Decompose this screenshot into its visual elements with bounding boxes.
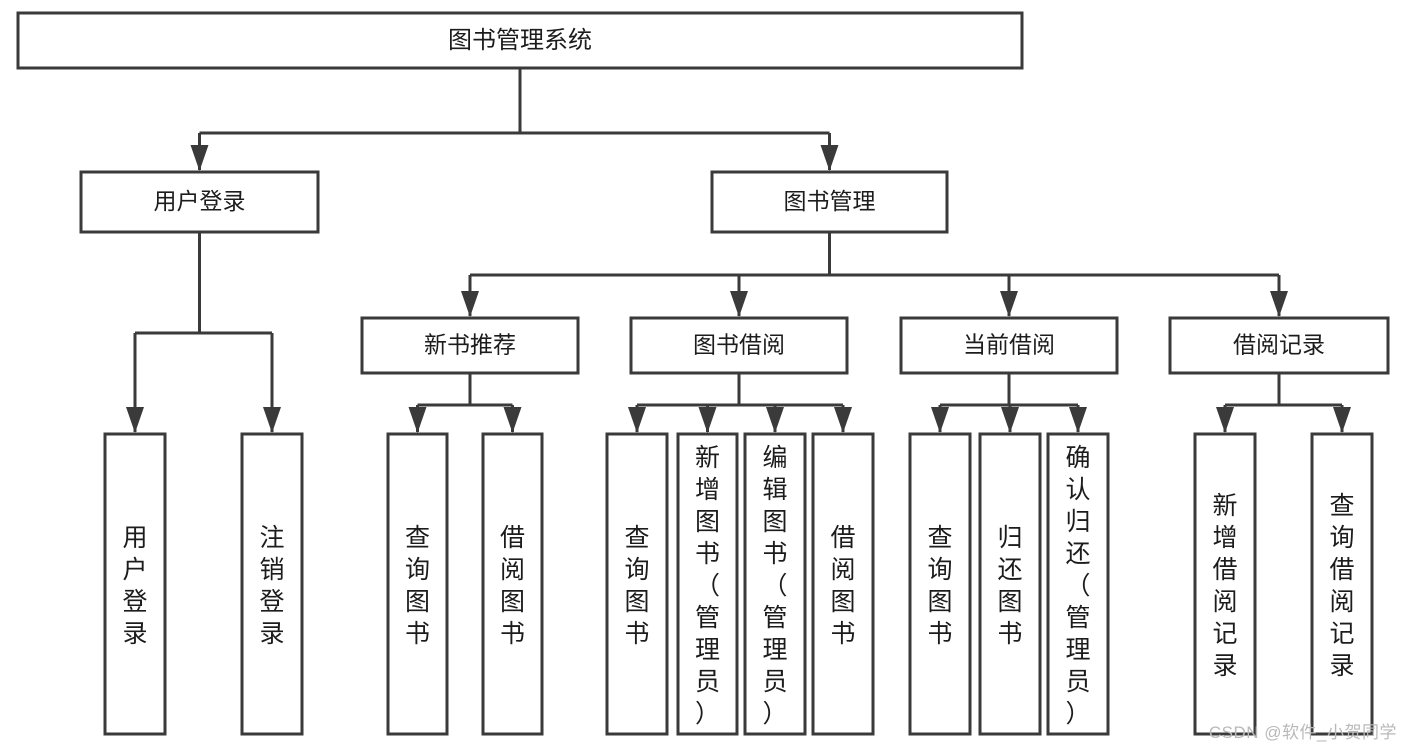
node-label: 归还图书 xyxy=(997,524,1022,648)
node-label: 查询图书 xyxy=(927,524,952,648)
node-label: 查询借阅记录 xyxy=(1329,492,1354,680)
node-leaf-user-login[interactable]: 用户登录 xyxy=(103,432,167,736)
node-root[interactable]: 图书管理系统 xyxy=(16,11,1024,70)
node-label: 用户登录 xyxy=(122,524,147,648)
node-current-borrow[interactable]: 当前借阅 xyxy=(899,316,1119,375)
node-leaf-borrow-book-2[interactable]: 借阅图书 xyxy=(811,432,875,736)
node-label: 图书管理 xyxy=(784,188,876,214)
node-new-book-recommend[interactable]: 新书推荐 xyxy=(360,316,580,375)
node-leaf-confirm-return[interactable]: 确认归还（管理员） xyxy=(1046,432,1110,736)
node-leaf-query-record[interactable]: 查询借阅记录 xyxy=(1310,432,1374,736)
node-label: 新书推荐 xyxy=(424,332,516,358)
node-user-login[interactable]: 用户登录 xyxy=(79,170,320,234)
node-leaf-query-book-3[interactable]: 查询图书 xyxy=(908,432,972,736)
node-book-manage[interactable]: 图书管理 xyxy=(710,170,949,234)
node-label: 当前借阅 xyxy=(963,332,1055,358)
node-label: 用户登录 xyxy=(154,188,246,214)
node-leaf-return-book[interactable]: 归还图书 xyxy=(978,432,1042,736)
node-label: 注销登录 xyxy=(259,524,284,648)
node-leaf-add-book[interactable]: 新增图书（管理员） xyxy=(676,432,739,736)
node-label: 查询图书 xyxy=(624,524,649,648)
node-label: 确认归还（管理员） xyxy=(1065,444,1090,728)
node-label: 新增图书（管理员） xyxy=(695,444,720,728)
node-leaf-borrow-book-1[interactable]: 借阅图书 xyxy=(481,432,544,736)
node-label: 图书管理系统 xyxy=(448,27,592,54)
connector-layer xyxy=(126,68,1351,433)
node-label: 图书借阅 xyxy=(693,332,785,358)
node-layer: 图书管理系统用户登录图书管理新书推荐图书借阅当前借阅借阅记录用户登录注销登录查询… xyxy=(16,11,1390,736)
node-leaf-logout[interactable]: 注销登录 xyxy=(240,432,304,736)
node-label: 借阅图书 xyxy=(830,524,855,648)
node-borrow-record[interactable]: 借阅记录 xyxy=(1168,316,1390,375)
node-label: 新增借阅记录 xyxy=(1212,492,1237,680)
node-label: 借阅图书 xyxy=(500,524,525,648)
node-label: 编辑图书（管理员） xyxy=(762,444,787,728)
node-leaf-edit-book[interactable]: 编辑图书（管理员） xyxy=(743,432,807,736)
node-leaf-query-book-2[interactable]: 查询图书 xyxy=(605,432,669,736)
node-leaf-query-book-1[interactable]: 查询图书 xyxy=(386,432,449,736)
node-label: 查询图书 xyxy=(405,524,430,648)
node-leaf-add-record[interactable]: 新增借阅记录 xyxy=(1193,432,1257,736)
node-label: 借阅记录 xyxy=(1233,332,1325,358)
node-book-borrow[interactable]: 图书借阅 xyxy=(629,316,849,375)
